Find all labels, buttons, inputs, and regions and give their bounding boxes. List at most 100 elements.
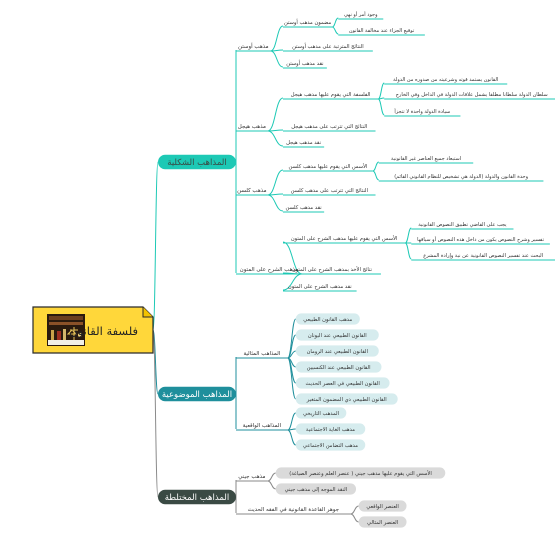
subtopic-10-label: النتائج التي تترتب على مذهب هيجل [291, 124, 367, 130]
topic-2-2-label: المذاهب الواقعية [243, 423, 282, 429]
subtopic-22[interactable]: نقد مذهب الشرح على المتون [283, 284, 357, 292]
item-28-shape [295, 393, 398, 405]
detail-2-label: وجود أمر أو نهي [344, 11, 378, 18]
subtopic-21-label: نتائج الأخذ بمذهب الشرح على المتون [292, 266, 372, 273]
detail-18[interactable]: يجب على القاضي تطبيق النصوص القانونية [411, 222, 514, 230]
connector-line [287, 318, 297, 359]
item-32-label: الأسس التي يقوم عليها مذهب جيني ( عنصر ا… [289, 470, 432, 477]
root-node[interactable]: فلسفة القانون [32, 306, 154, 354]
subtopic-16-label: نقد مذهب كلسن [285, 205, 321, 211]
topic-1-4-label: مذهب الشرح على المتون [240, 267, 299, 273]
item-23-shape [295, 313, 360, 325]
subtopic-5[interactable]: نقد مذهب أوستن [283, 59, 327, 69]
topic-2-1[interactable]: المذاهب المثالية [236, 351, 288, 359]
connector-line [270, 25, 284, 52]
connector-line [267, 194, 284, 212]
item-29[interactable]: المذهب التاريخي [295, 407, 347, 419]
item-25-shape [295, 345, 379, 357]
connector-line [350, 505, 359, 515]
item-30[interactable]: مذهب الغاية الاجتماعية [295, 423, 366, 435]
subtopic-16[interactable]: نقد مذهب كلسن [283, 205, 325, 213]
connector-line [287, 412, 296, 431]
topic-3-2[interactable]: جوهر القاعدة القانونية في الفقه الحديث [236, 507, 351, 515]
detail-14-label: وحدة القانون والدولة (الدولة هي تشخيص لل… [394, 174, 528, 180]
connector-line [267, 97, 284, 132]
subtopic-15[interactable]: النتائج التي تترتب على مذهب كلسن [283, 188, 376, 196]
item-26-label: القانون الطبيعي عند الكنسيين [307, 365, 371, 371]
item-35-shape [358, 516, 407, 528]
branch-2-shape [158, 386, 236, 402]
connector-line [267, 472, 276, 482]
detail-8-label: سلطان الدولة سلطانا مطلقا يشمل علاقات ال… [396, 92, 548, 98]
connector-line [152, 329, 159, 498]
subtopic-4[interactable]: النتائج المترتبة على مذهب أوستن [283, 42, 373, 52]
subtopic-17[interactable]: الأسس التي يقوم عليها مذهب الشرح على الم… [283, 235, 406, 244]
subtopic-5-label: نقد مذهب أوستن [286, 59, 323, 67]
topic-3-1[interactable]: مذهب جيني [236, 474, 268, 482]
connector-line [405, 227, 412, 244]
subtopic-6-label: الفلسفة التي يقوم عليها مذهب هيجل [291, 92, 371, 98]
detail-8[interactable]: سلطان الدولة سلطانا مطلقا يشمل علاقات ال… [384, 92, 555, 100]
item-29-label: المذهب التاريخي [303, 411, 339, 417]
connector-line [350, 513, 359, 523]
connector-line [404, 242, 412, 260]
item-33[interactable]: النقد الموجه إلى مذهب جيني [275, 483, 357, 495]
item-28[interactable]: القانون الطبيعي ذي المضمون المتغير [295, 393, 398, 405]
detail-3[interactable]: توقيع الجزاء عند مخالفة القانون [338, 28, 425, 36]
detail-7[interactable]: القانون يستمد قوته وشرعيته من صدوره من ا… [384, 77, 508, 85]
item-31-shape [295, 439, 366, 451]
subtopic-12-label: الأسس التي يقوم عليها مذهب كلسن [288, 163, 367, 170]
topic-2-2[interactable]: المذاهب الواقعية [236, 423, 288, 431]
detail-19[interactable]: تفسير وشرح النصوص يكون من داخل هذه النصو… [411, 236, 550, 245]
detail-13-label: استبعاد جميع العناصر غير القانونية [391, 156, 461, 162]
subtopic-21[interactable]: نتائج الأخذ بمذهب الشرح على المتون [283, 266, 381, 275]
item-31[interactable]: مذهب التضامن الاجتماعي [295, 439, 366, 451]
item-34-shape [358, 500, 407, 512]
branch-2[interactable]: المذاهب الموضوعية [158, 386, 236, 402]
subtopic-10[interactable]: النتائج التي تترتب على مذهب هيجل [283, 124, 376, 132]
item-33-label: النقد الموجه إلى مذهب جيني [285, 487, 348, 493]
item-35[interactable]: العنصر المثالي [358, 516, 407, 528]
item-27[interactable]: القانون الطبيعي في العصر الحديث [295, 377, 390, 389]
item-25-label: القانون الطبيعي عند الرومان [307, 349, 368, 355]
item-24-label: القانون الطبيعي عند اليونان [308, 333, 367, 339]
detail-20-label: البحث عند تفسير النصوص القانونية عن نية … [423, 253, 543, 259]
item-26-shape [295, 361, 382, 373]
item-23[interactable]: مذهب القانون الطبيعي [295, 313, 360, 325]
topic-1-1[interactable]: مذهب أوستن [236, 42, 271, 52]
item-23-label: مذهب القانون الطبيعي [303, 317, 352, 323]
topic-3-1-label: مذهب جيني [238, 474, 265, 480]
item-30-shape [295, 423, 366, 435]
branch-3[interactable]: المذاهب المختلطة [158, 489, 236, 505]
item-25[interactable]: القانون الطبيعي عند الرومان [295, 345, 379, 357]
subtopic-6[interactable]: الفلسفة التي يقوم عليها مذهب هيجل [283, 92, 379, 100]
detail-3-label: توقيع الجزاء عند مخالفة القانون [349, 28, 415, 34]
connector-line [267, 169, 284, 196]
topic-3-2-label: جوهر القاعدة القانونية في الفقه الحديث [248, 507, 339, 513]
topic-1-3-label: مذهب كلسن [237, 187, 266, 194]
detail-13[interactable]: استبعاد جميع العناصر غير القانونية [378, 156, 474, 164]
detail-14[interactable]: وحدة القانون والدولة (الدولة هي تشخيص لل… [378, 174, 544, 182]
root-title: فلسفة القانون [69, 324, 138, 339]
connector-line [267, 130, 284, 147]
subtopic-1[interactable]: مضمون مذهب أوستن [283, 18, 333, 28]
item-34[interactable]: العنصر الواقعي [358, 500, 407, 512]
detail-2[interactable]: وجود أمر أو نهي [338, 11, 384, 20]
detail-9[interactable]: سيادة الدولة واحدة لا تتجزأ [384, 108, 461, 117]
subtopic-12[interactable]: الأسس التي يقوم عليها مذهب كلسن [283, 163, 373, 172]
item-27-shape [295, 377, 390, 389]
subtopic-11[interactable]: نقد مذهب هيجل [283, 140, 325, 148]
item-34-label: العنصر الواقعي [366, 504, 399, 510]
item-32[interactable]: الأسس التي يقوم عليها مذهب جيني ( عنصر ا… [275, 467, 446, 479]
item-26[interactable]: القانون الطبيعي عند الكنسيين [295, 361, 382, 373]
item-24[interactable]: القانون الطبيعي عند اليونان [295, 329, 379, 341]
topic-1-2[interactable]: مذهب هيجل [236, 124, 268, 132]
detail-20[interactable]: البحث عند تفسير النصوص القانونية عن نية … [411, 253, 555, 261]
law-library-image [47, 314, 85, 346]
root-card-fold [142, 307, 153, 318]
item-32-shape [275, 467, 446, 479]
topic-1-3[interactable]: مذهب كلسن [236, 187, 268, 196]
branch-1[interactable]: المذاهب الشكلية [158, 154, 236, 170]
branch-1-shape [158, 154, 236, 170]
item-30-label: مذهب الغاية الاجتماعية [306, 427, 355, 433]
